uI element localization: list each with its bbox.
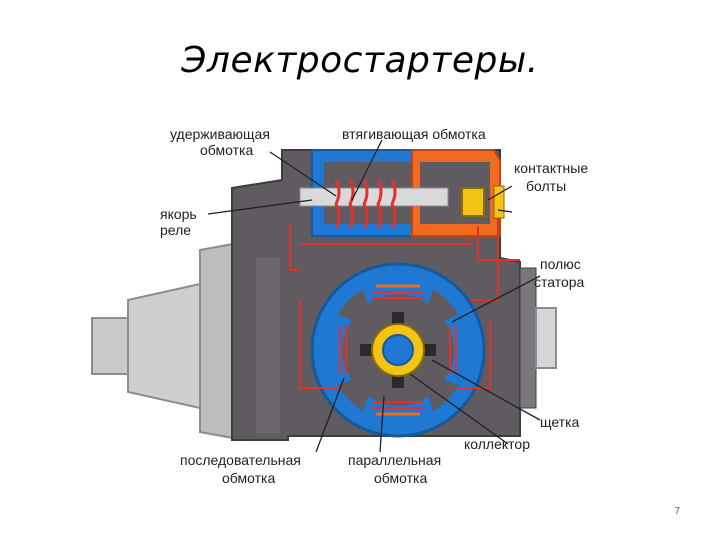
drive-housing bbox=[91, 240, 245, 442]
label-series-winding-line1: последовательная bbox=[180, 452, 301, 468]
leader-lines bbox=[207, 139, 541, 453]
label-contact-bolts-line1: контактные bbox=[514, 160, 589, 176]
label-stator-pole-line2: статора bbox=[534, 274, 585, 290]
label-holding-winding-line1: удерживающая bbox=[170, 126, 270, 142]
label-relay-armature-line2: реле bbox=[160, 222, 192, 238]
label-series-winding-line2: обмотка bbox=[222, 470, 276, 486]
label-parallel-winding-line2: обмотка bbox=[374, 470, 428, 486]
solenoid-relay bbox=[299, 149, 505, 237]
label-contact-bolts-line2: болты bbox=[526, 178, 567, 194]
label-stator-pole-line1: полюс bbox=[540, 256, 581, 272]
label-pull-winding: втягивающая обмотка bbox=[342, 126, 486, 142]
label-relay-armature-line1: якорь bbox=[160, 206, 197, 222]
label-brush: щетка bbox=[540, 414, 580, 430]
label-parallel-winding-line1: параллельная bbox=[348, 452, 442, 468]
label-holding-winding-line2: обмотка bbox=[200, 142, 254, 158]
page-number: 7 bbox=[674, 506, 680, 517]
wiring bbox=[289, 218, 520, 389]
label-commutator: коллектор bbox=[464, 436, 530, 452]
stator-assembly bbox=[310, 262, 486, 438]
slide-title: Электростартеры. bbox=[181, 40, 539, 81]
